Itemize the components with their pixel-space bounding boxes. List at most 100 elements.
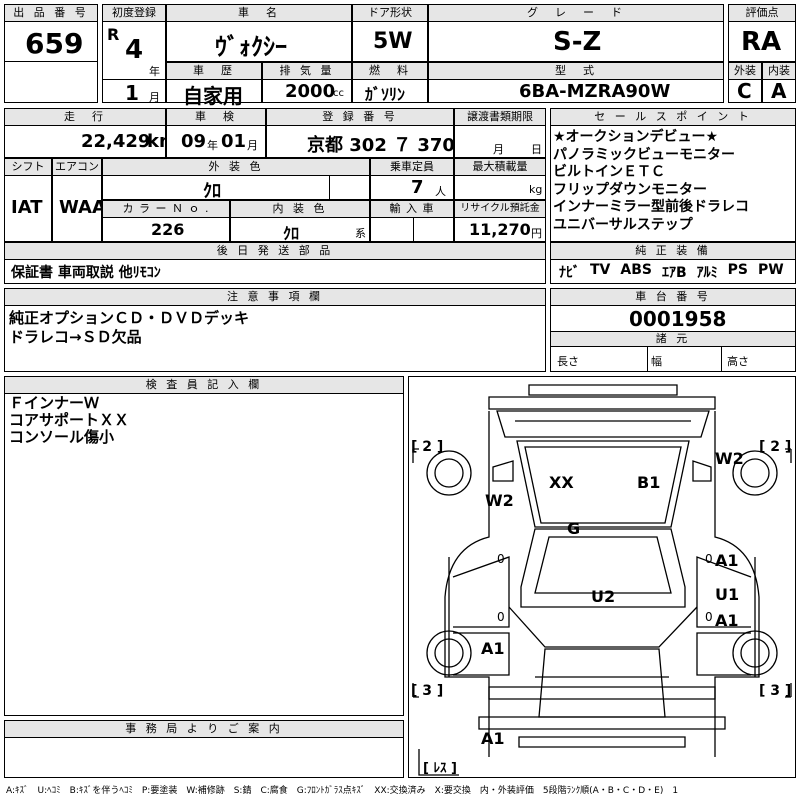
load-unit: kg [529, 183, 543, 196]
model-code: 6BA-MZRA90W [519, 81, 671, 102]
int-color-cell: 内 装 色 ｸﾛ 系 [230, 200, 370, 243]
first-reg-year: 4 [125, 35, 144, 65]
import-label: 輸 入 車 [371, 201, 453, 218]
damage-mark: G [567, 519, 581, 538]
int-color-unit: 系 [355, 227, 366, 240]
ext-color-label: 外 装 色 [103, 159, 369, 176]
year-unit: 年 [149, 65, 160, 78]
accessories-cell: 後 日 発 送 部 品 保証書 車両取説 他ﾘﾓｺﾝ [4, 242, 546, 284]
shift-cell: シフト IAT [4, 158, 52, 242]
color-no: 226 [151, 220, 185, 239]
chassis-label: 車 台 番 号 [551, 289, 795, 306]
recycle-cell: リサイクル預託金 11,270 円 [454, 200, 546, 242]
note-line: ドラレコ→ＳＤ欠品 [9, 328, 142, 346]
model-label: 型 式 [429, 63, 723, 80]
chassis-cell: 車 台 番 号 0001958 諸 元 長さ 幅 高さ [550, 288, 796, 372]
score: RA [741, 27, 782, 57]
car-name: ｳﾞｫｸｼｰ [215, 33, 287, 61]
era: R [107, 25, 120, 44]
ac-label: エアコン [53, 159, 101, 176]
grade-label: グ レ ー ド [429, 5, 723, 22]
shift: IAT [11, 197, 43, 218]
score-cell: 評価点 RA [728, 4, 796, 62]
first-reg-month: 1 [125, 81, 139, 105]
damage-mark: U2 [591, 587, 616, 606]
fuel: ｶﾞｿﾘﾝ [365, 85, 406, 104]
load-cell: 最大積載量 kg [454, 158, 546, 200]
color-no-cell: カ ラ ー Ｎ ｏ . 226 [102, 200, 230, 242]
shift-label: シフト [5, 159, 51, 176]
fuel-label: 燃 料 [353, 63, 427, 80]
ac-cell: エアコン WAA [52, 158, 106, 242]
capacity: 7 [411, 177, 424, 198]
car-outline: 0 0 0 0 [412, 384, 792, 776]
damage-mark: ﾚｽ [433, 761, 447, 776]
recycle-unit: 円 [531, 227, 542, 240]
inspection-month: 01 [221, 131, 247, 152]
damage-mark: 2 [422, 439, 433, 455]
sales-point: ビルトインＥＴＣ [553, 164, 665, 180]
equipment-item: PW [758, 262, 784, 278]
office-cell: 事 務 局 よ り ご 案 内 [4, 720, 404, 778]
exterior-label: 外装 [729, 63, 761, 80]
ext-color: ｸﾛ [203, 181, 221, 202]
sales-point: インナーミラー型前後ドラレコ [553, 199, 749, 215]
accessories-value: 保証書 車両取説 他ﾘﾓｺﾝ [11, 265, 161, 281]
inspector-label: 検 査 員 記 入 欄 [5, 377, 403, 394]
equipment-item: ｱﾙﾐ [696, 265, 718, 281]
equipment-item: ABS [620, 262, 652, 278]
sales-points-label: セ ー ル ス ポ イ ン ト [551, 109, 795, 126]
inspection-year: 09 [181, 131, 207, 152]
inspector-cell: 検 査 員 記 入 欄 ＦインナーＷ コアサポートＸＸ コンソール傷小 [4, 376, 404, 716]
interior-label: 内装 [763, 63, 795, 80]
month-unit: 月 [149, 91, 160, 104]
inspection-month-unit: 月 [247, 139, 258, 152]
svg-text:0: 0 [497, 610, 505, 624]
inspector-line: コンソール傷小 [9, 428, 115, 446]
first-registration-cell: 初度登録 R 4 年 1 月 [102, 4, 166, 105]
grade: S-Z [553, 27, 602, 57]
capacity-unit: 人 [435, 185, 446, 198]
int-color: ｸﾛ [283, 224, 300, 243]
transfer-month-unit: 月 [493, 143, 504, 156]
inspector-line: ＦインナーＷ [9, 394, 100, 412]
lot-label: 出 品 番 号 [5, 5, 97, 22]
car-name-label: 車 名 [167, 5, 351, 22]
interior-score-cell: 内装 A [762, 62, 796, 103]
damage-mark: A1 [481, 729, 505, 748]
office-label: 事 務 局 よ り ご 案 内 [5, 721, 403, 738]
damage-mark: B1 [637, 473, 661, 492]
damage-mark: A1 [715, 611, 739, 630]
history-cell: 車 歴 自家用 [166, 62, 262, 108]
int-color-label: 内 装 色 [231, 201, 369, 218]
mileage-cell: 走 行 22,429 km [4, 108, 178, 158]
history-label: 車 歴 [167, 63, 261, 80]
note-line: 純正オプションＣＤ・ＤＶＤデッキ [9, 309, 250, 327]
inspection-cell: 車 検 09 年 01 月 [166, 108, 266, 158]
displacement-label: 排 気 量 [263, 63, 351, 80]
inspection-label: 車 検 [167, 109, 265, 126]
damage-mark: 3 [770, 683, 781, 699]
damage-mark: U1 [715, 585, 740, 604]
equipment-item: ｴｱB [661, 265, 687, 281]
inspector-line: コアサポートＸＸ [9, 411, 130, 429]
notes-cell: 注 意 事 項 欄 純正オプションＣＤ・ＤＶＤデッキ ドラレコ→ＳＤ欠品 [4, 288, 546, 372]
bracket-rear-right: [ 3 ] [759, 683, 792, 699]
capacity-cell: 乗車定員 7 人 [370, 158, 454, 200]
lot-cell: 出 品 番 号 659 [4, 4, 98, 103]
transfer-day-unit: 日 [531, 143, 542, 156]
sales-point: パノラミックビューモニター [553, 146, 735, 163]
damage-mark: W2 [485, 491, 514, 510]
plate-cell: 登 録 番 号 京都 302 ７ 3707 [266, 108, 467, 158]
spare-tire-label: [ ﾚｽ ] [423, 761, 457, 776]
displacement-cell: 排 気 量 2000 cc [262, 62, 352, 103]
inspection-year-unit: 年 [207, 139, 218, 152]
car-name-cell: 車 名 ｳﾞｫｸｼｰ [166, 4, 352, 62]
transfer-cell: 譲渡書類期限 月 日 [454, 108, 546, 158]
ac: WAA [59, 197, 106, 218]
ext-color-cell: 外 装 色 ｸﾛ [102, 158, 370, 202]
equipment-item: TV [590, 262, 611, 278]
legend: A:ｷｽﾞ U:ﾍｺﾐ B:ｷｽﾞを伴うﾍｺﾐ P:要塗装 W:補修跡 S:錆 … [6, 786, 679, 796]
exterior-score: C [737, 79, 752, 103]
displacement: 2000 [285, 81, 336, 102]
